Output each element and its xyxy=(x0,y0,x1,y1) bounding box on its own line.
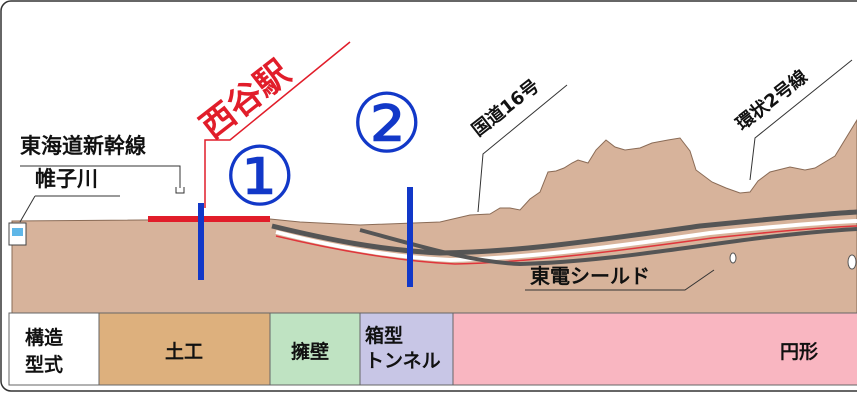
river-water xyxy=(12,228,23,236)
table-header-line1: 構造 xyxy=(25,326,64,349)
retaining-wall-label: 擁壁 xyxy=(291,340,329,363)
tunnel-red-line xyxy=(275,225,857,265)
earthwork-label: 土工 xyxy=(165,341,203,363)
shinkansen-label: 東海道新幹線 xyxy=(20,134,146,158)
tunnel-white-line xyxy=(275,219,857,263)
tunnel-upper-line xyxy=(271,209,857,256)
shield-opening xyxy=(729,252,737,264)
tunnel-lower-line xyxy=(359,227,857,267)
box-tunnel-cell xyxy=(359,312,454,386)
loop2-leader xyxy=(749,59,853,181)
route16-leader xyxy=(477,84,568,213)
structure-type-table: 構造 型式 土工 擁壁 箱型 トンネル 円形 xyxy=(8,312,857,386)
circular-label: 円形 xyxy=(780,341,818,363)
station-platform xyxy=(148,216,270,222)
box-tunnel-label-line1: 箱型 xyxy=(365,324,403,347)
katabiragawa-leader xyxy=(19,195,36,223)
table-header-line2: 型式 xyxy=(25,353,63,376)
shield-opening xyxy=(847,254,857,270)
shield-leader xyxy=(525,269,715,291)
retaining-wall-cell xyxy=(269,312,361,386)
katabiragawa-label: 帷子川 xyxy=(35,167,98,191)
marker1-label: ① xyxy=(223,130,297,225)
ground-profile xyxy=(11,119,857,314)
shield-label: 東電シールド xyxy=(530,264,650,288)
circular-cell xyxy=(452,312,857,386)
marker1-line xyxy=(198,203,204,280)
box-tunnel-label-line2: トンネル xyxy=(365,350,441,372)
shinkansen-bridge-mark xyxy=(175,187,185,194)
shinkansen-leader xyxy=(120,165,181,188)
marker2-line xyxy=(407,187,413,287)
station-leader xyxy=(204,41,351,208)
marker2-label: ② xyxy=(350,77,424,172)
